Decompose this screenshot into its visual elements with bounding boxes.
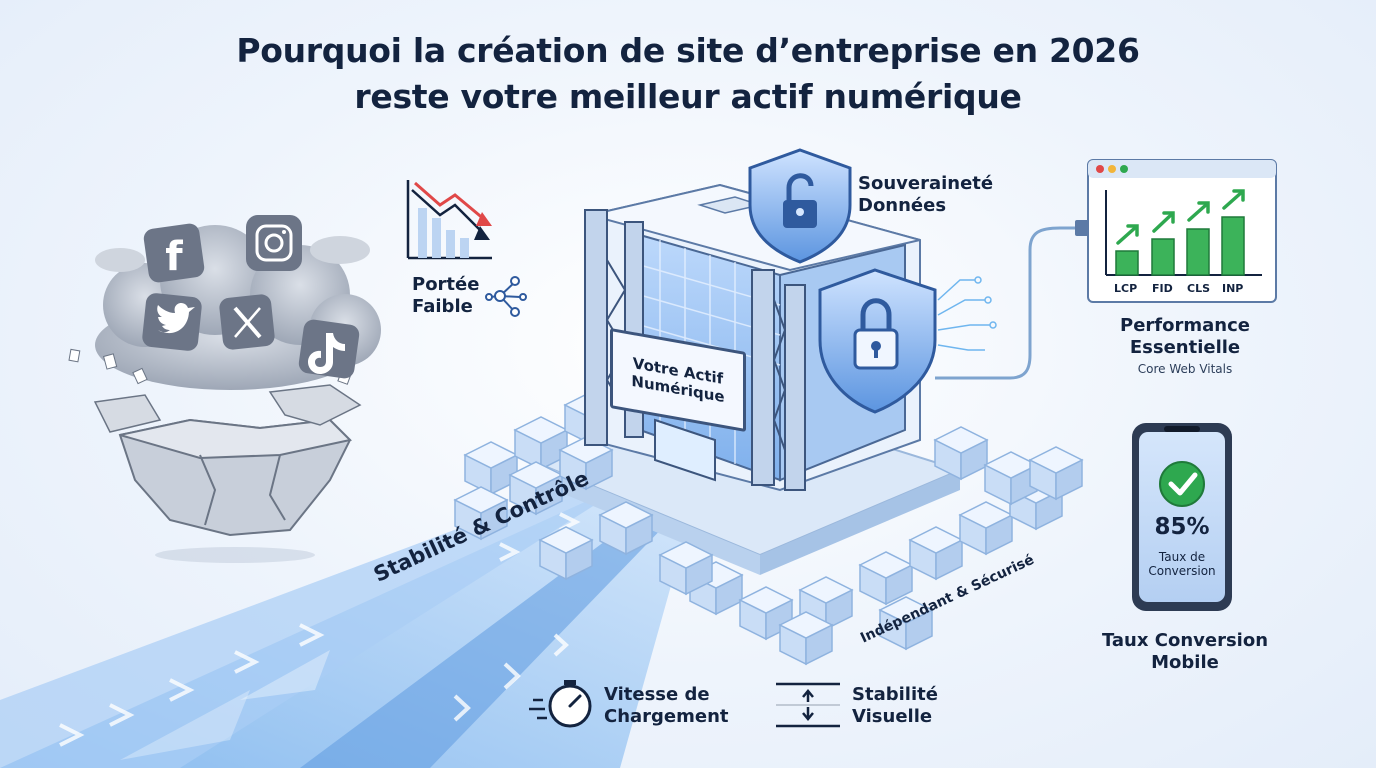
instagram-icon: [246, 215, 302, 271]
performance-monitor: [1087, 159, 1277, 303]
svg-text:f: f: [165, 234, 183, 280]
phone-caption-1: Taux de: [1158, 550, 1206, 564]
label-vitesse-1: Vitesse de: [604, 684, 710, 705]
data-cube: [778, 611, 834, 666]
data-cube: [463, 441, 519, 496]
phone-value: 85%: [1154, 514, 1210, 540]
data-cube: [878, 596, 934, 651]
label-souverainete-1: Souveraineté: [858, 173, 994, 194]
label-souverainete: Souveraineté Données: [858, 173, 993, 217]
padlock-icon: [748, 148, 852, 264]
tiktok-icon: [298, 319, 360, 379]
data-cube: [453, 486, 509, 541]
data-cube: [933, 426, 989, 481]
trend-down-icon: [406, 180, 492, 260]
road: [0, 468, 705, 768]
label-portee: Portée Faible: [412, 274, 479, 318]
phone-caption: Taux de Conversion: [1139, 550, 1225, 578]
data-cube: [908, 526, 964, 581]
label-vitesse: Vitesse de Chargement: [604, 684, 729, 728]
phone-caption-2: Conversion: [1148, 564, 1216, 578]
metric-cls: CLS: [1187, 282, 1211, 295]
metric-fid: FID: [1152, 282, 1173, 295]
swap-arrows-icon: [776, 682, 840, 728]
label-core-web-vitals: Core Web Vitals: [1137, 362, 1233, 376]
data-cube: [658, 541, 714, 596]
data-cube: [538, 526, 594, 581]
mobile-phone: [1132, 423, 1232, 611]
x-icon: [219, 294, 275, 350]
label-stabilite-visuelle: Stabilité Visuelle: [852, 684, 938, 728]
network-icon: [485, 276, 527, 317]
label-portee-2: Faible: [412, 296, 473, 317]
page-title: Pourquoi la création de site d’entrepris…: [0, 28, 1376, 120]
metric-lcp: LCP: [1114, 282, 1138, 295]
label-performance: Performance Essentielle: [1090, 315, 1280, 359]
metric-inp: INP: [1222, 282, 1244, 295]
data-cube: [598, 501, 654, 556]
cable: [935, 226, 1085, 380]
label-taux-mobile: Taux Conversion Mobile: [1080, 630, 1290, 674]
data-cubes: [453, 391, 1084, 666]
social-cloud: f: [68, 215, 381, 563]
label-taux-mobile-2: Mobile: [1151, 652, 1219, 673]
title-line-1: Pourquoi la création de site d’entrepris…: [236, 31, 1140, 70]
label-performance-1: Performance: [1120, 315, 1250, 336]
label-stabilite-visuelle-2: Visuelle: [852, 706, 933, 727]
data-cube: [738, 586, 794, 641]
data-cube: [858, 551, 914, 606]
stopwatch-icon: [529, 680, 592, 728]
shield-lock-icon: [818, 268, 997, 414]
checkmark-icon: [1159, 461, 1205, 507]
label-performance-2: Essentielle: [1129, 337, 1241, 358]
title-line-2: reste votre meilleur actif numérique: [354, 77, 1022, 116]
plug: [1075, 220, 1089, 236]
label-stabilite-visuelle-1: Stabilité: [852, 684, 938, 705]
data-cube: [958, 501, 1014, 556]
label-taux-mobile-1: Taux Conversion: [1101, 630, 1269, 651]
label-souverainete-2: Données: [858, 195, 947, 216]
data-cube: [1028, 446, 1084, 501]
label-portee-1: Portée: [412, 274, 480, 295]
label-vitesse-2: Chargement: [604, 706, 729, 727]
twitter-icon: [142, 293, 202, 351]
facebook-icon: f: [143, 223, 205, 283]
